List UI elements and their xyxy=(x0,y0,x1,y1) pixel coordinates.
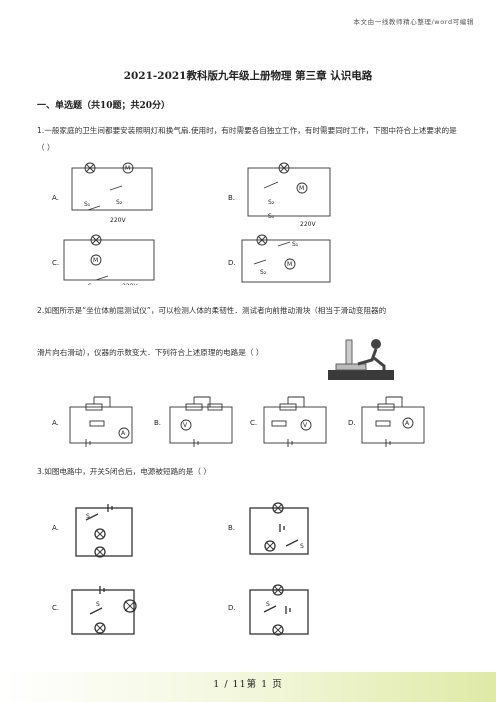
q1-option-d-label: D. xyxy=(228,259,236,267)
q3-option-d-label: D. xyxy=(228,604,236,612)
q2-option-d-label: D. xyxy=(348,419,356,427)
svg-text:S₁: S₁ xyxy=(292,241,299,248)
q3-option-c-label: C. xyxy=(52,604,59,612)
question-1-circuits: A. M S₁ S₂ 220V B. M S₂ S₁ 220V C. M S 2… xyxy=(52,162,331,285)
svg-text:S: S xyxy=(300,543,304,550)
question-2-text-line-2: 滑片向右滑动），仪器的示数变大．下列符合上述原理的电路是（ ） xyxy=(37,348,264,357)
svg-text:A: A xyxy=(121,430,126,437)
header-watermark: 本文由一线教师精心整理/word可编辑 xyxy=(353,18,474,26)
question-1-text: 1.一般家庭的卫生间都要安装照明灯和换气扇.使用时，有时需要各自独立工作，有时需… xyxy=(37,126,457,152)
q1-c-loop xyxy=(63,239,155,281)
svg-text:M: M xyxy=(299,185,304,192)
q1-b-loop xyxy=(247,167,331,217)
page-number: 1 / 11第 1 页 xyxy=(213,679,283,690)
q1-c-motor xyxy=(90,254,102,266)
q2-option-b-label: B. xyxy=(154,419,161,427)
document-title: 2021-2021教科版九年级上册物理 第三章 认识电路 xyxy=(123,70,373,82)
svg-text:A: A xyxy=(405,420,410,427)
svg-text:220V: 220V xyxy=(110,217,126,224)
svg-text:S₂: S₂ xyxy=(260,269,267,276)
q1-a-lamp xyxy=(84,162,96,174)
svg-text:V: V xyxy=(303,422,308,429)
q1-a-motor xyxy=(122,162,134,174)
flexibility-tester-photo xyxy=(328,339,394,380)
q3-option-a-label: A. xyxy=(52,524,59,532)
q1-option-b-label: B. xyxy=(228,194,235,202)
svg-text:220V: 220V xyxy=(300,221,316,228)
svg-text:S: S xyxy=(88,283,92,285)
section-heading: 一、单选题（共10题；共20分） xyxy=(37,101,171,111)
q2-b-voltmeter xyxy=(180,419,192,431)
footer-bar xyxy=(0,672,496,702)
q3-option-b-label: B. xyxy=(228,524,235,532)
svg-text:M: M xyxy=(125,165,130,172)
q2-a-resistor xyxy=(89,420,105,427)
svg-text:S: S xyxy=(266,601,270,608)
svg-text:M: M xyxy=(93,257,98,264)
q2-c-voltmeter xyxy=(300,419,312,431)
svg-text:S: S xyxy=(86,513,90,520)
q2-option-a-label: A. xyxy=(52,419,59,427)
q2-b-resistor xyxy=(207,403,223,411)
svg-text:S: S xyxy=(96,601,100,608)
svg-text:M: M xyxy=(287,261,292,268)
question-2-circuits: A. A B. V C. V D. A xyxy=(52,396,425,447)
q1-a-loop xyxy=(71,167,153,211)
q2-d-resistor xyxy=(375,420,391,427)
question-2-text-line-1: 2.如图所示是“坐位体前屈测试仪”，可以检测人体的柔韧性．测试者向前推动滑块（相… xyxy=(37,306,387,315)
q1-d-loop xyxy=(241,239,331,283)
q1-a-switch-1 xyxy=(87,205,101,211)
q1-option-c-label: C. xyxy=(52,259,59,267)
svg-text:V: V xyxy=(183,422,188,429)
svg-text:S₁: S₁ xyxy=(84,201,91,208)
q1-b-motor xyxy=(296,182,308,194)
question-3-circuits: A. S B. S C. S D. S xyxy=(52,502,309,636)
q2-a-ammeter xyxy=(118,427,130,439)
q1-d-motor xyxy=(284,258,296,270)
q1-b-lamp xyxy=(278,162,290,174)
q2-c-resistor xyxy=(271,420,287,427)
svg-text:220V: 220V xyxy=(122,283,138,285)
q2-d-ammeter xyxy=(402,417,414,429)
svg-text:S₂: S₂ xyxy=(116,199,123,206)
q1-option-a-label: A. xyxy=(52,194,59,202)
question-3-text: 3.如图电路中，开关S闭合后，电源被短路的是（ ） xyxy=(37,467,211,476)
svg-text:S₁: S₁ xyxy=(268,213,275,220)
q2-option-c-label: C. xyxy=(250,419,257,427)
q1-d-lamp xyxy=(256,234,268,246)
q1-c-lamp xyxy=(90,234,102,246)
svg-text:S₂: S₂ xyxy=(268,199,275,206)
q1-a-switch-2 xyxy=(109,185,123,191)
